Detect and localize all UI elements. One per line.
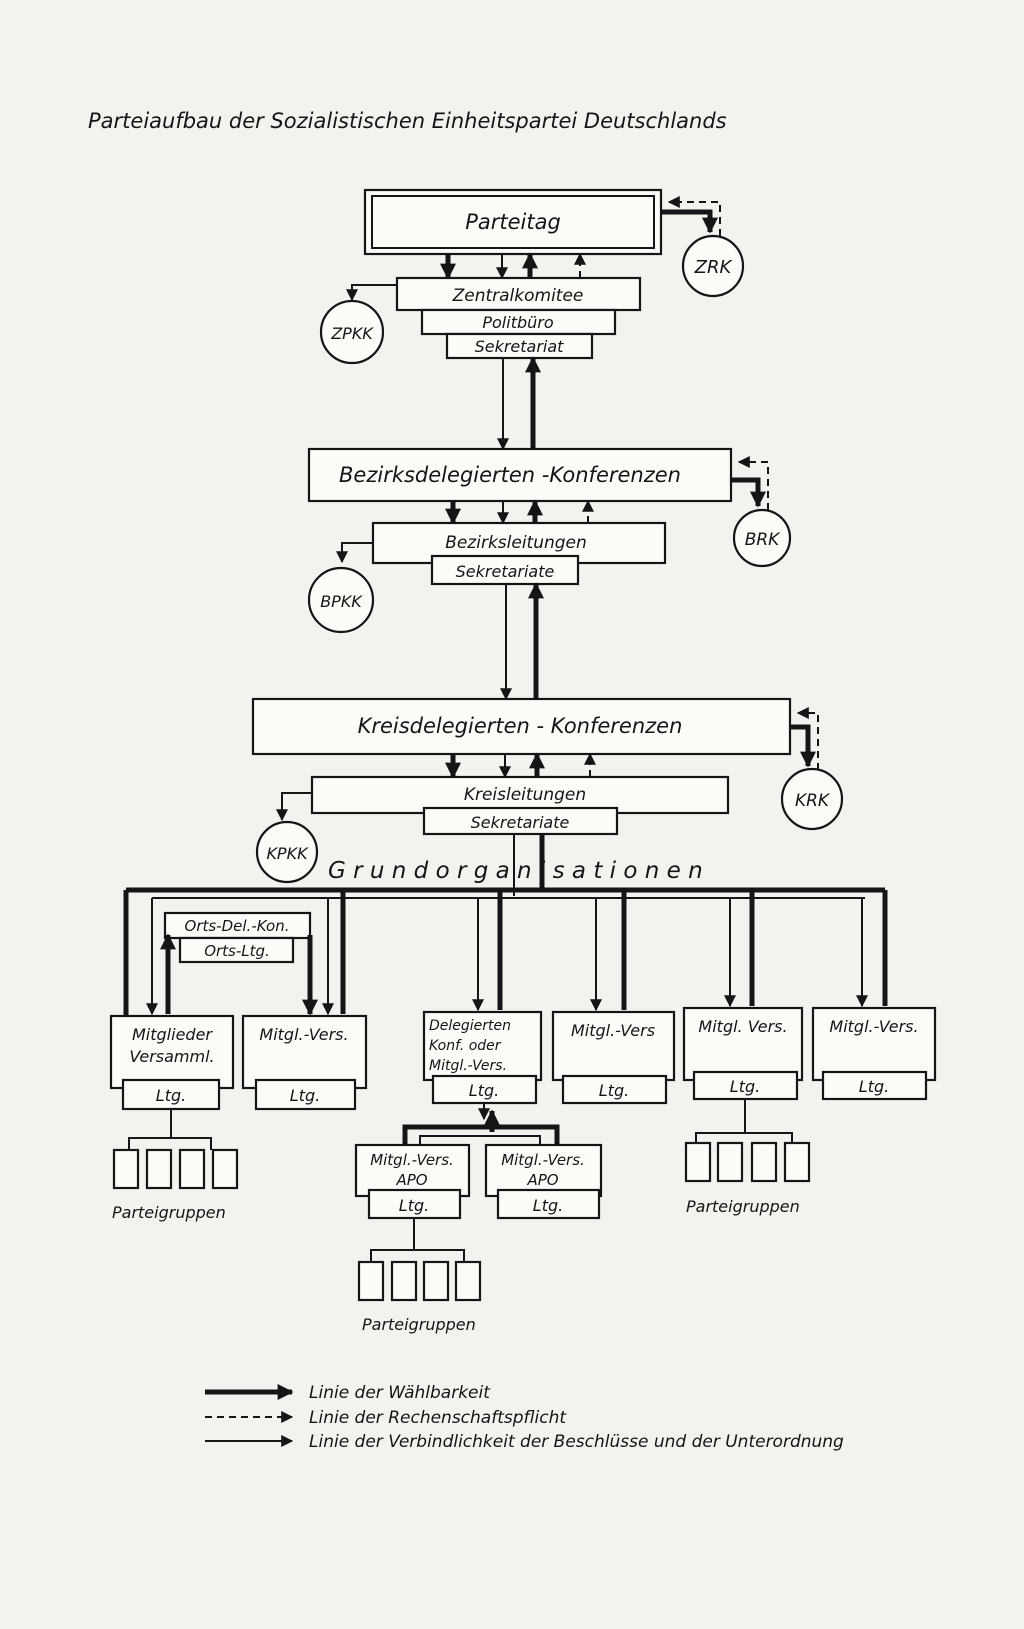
unit-4-ltg: Ltg. [599,1081,629,1100]
kpkk-label: KPKK [266,844,309,863]
kreisdelegierten-label: Kreisdelegierten - Konferenzen [358,714,683,738]
apo-1-line1: Mitgl.-Vers. [370,1151,454,1169]
zentralkomitee-label: Zentralkomitee [452,286,584,306]
bpkk-circle: BPKK [307,566,375,634]
zentralkomitee-box: Zentralkomitee [395,276,642,312]
apo-1-ltg: Ltg. [399,1196,429,1215]
apo-1-line2: APO [395,1171,427,1189]
apo-1: Mitgl.-Vers. APO Ltg. [354,1143,471,1220]
arrow-zpkk [346,284,397,302]
zpkk-circle: ZPKK [319,299,385,365]
bezirksdelegierten-box: Bezirksdelegierten -Konferenzen [307,447,733,503]
unit-4: Mitgl.-Vers Ltg. [551,1010,676,1105]
unit-2-line1: Mitgl.-Vers. [259,1025,348,1044]
unit-5: Mitgl. Vers. Ltg. [682,1006,804,1101]
unit-2-ltg: Ltg. [290,1086,320,1105]
bezirksleitungen-label: Bezirksleitungen [445,533,587,553]
bpkk-label: BPKK [320,592,363,611]
arrow-kpkk [276,792,312,822]
parteitag-label: Parteitag [465,210,561,234]
party-groups-bottom-label: Parteigruppen [362,1315,476,1334]
legend-label-3: Linie der Verbindlichkeit der Beschlüsse… [309,1432,844,1452]
orts-ltg-label: Orts-Ltg. [204,942,270,960]
orts-del-kon-label: Orts-Del.-Kon. [185,917,290,935]
orts-del-kon-box: Orts-Del.-Kon. [163,911,312,940]
unit-3-line3: Mitgl.-Vers. [429,1058,507,1074]
unit-1: Mitglieder Versamml. Ltg. [109,1014,235,1111]
legend-label-1: Linie der Wählbarkeit [309,1383,491,1403]
party-groups-right: Parteigruppen [684,1099,811,1216]
zpkk-label: ZPKK [330,324,374,343]
apo-2-line2: APO [526,1171,558,1189]
unit-4-line1: Mitgl.-Vers [571,1021,655,1040]
parteitag-box: Parteitag [363,188,663,256]
party-groups-left-label: Parteigruppen [112,1203,226,1222]
party-groups-right-label: Parteigruppen [686,1197,800,1216]
unit-6: Mitgl.-Vers. Ltg. [811,1006,937,1101]
zrk-label: ZRK [694,257,733,278]
unit-1-ltg: Ltg. [156,1086,186,1105]
party-groups-left: Parteigruppen [112,1109,239,1222]
apo-bracket-decisions [419,1135,541,1145]
apo-2-line1: Mitgl.-Vers. [501,1151,585,1169]
unit-1-line1: Mitglieder [132,1025,213,1044]
orts-ltg-box: Orts-Ltg. [178,936,295,964]
kreis-sekretariate-box: Sekretariate [422,806,619,836]
kreisleitungen-label: Kreisleitungen [464,785,586,805]
bezirksdelegierten-label: Bezirksdelegierten -Konferenzen [339,463,681,487]
unit-3-ltg: Ltg. [469,1081,499,1100]
kreisdelegierten-box: Kreisdelegierten - Konferenzen [251,697,792,756]
line-election-brk [731,477,767,508]
apo-bracket-election [402,1124,560,1145]
brk-label: BRK [745,530,781,550]
line-election-zrk [661,209,719,234]
apo-2-ltg: Ltg. [533,1196,563,1215]
line-report-brk [737,456,769,510]
chart-title: Parteiaufbau der Sozialistischen Einheit… [88,109,727,133]
line-election-krk [790,724,817,768]
arrow-bpkk [336,542,373,564]
legend-label-2: Linie der Rechenschaftspflicht [309,1408,567,1428]
bezirk-sekretariate-label: Sekretariate [456,562,555,581]
brk-circle: BRK [732,508,792,568]
grundorganisationen-heading: G r u n d o r g a n i s a t i o n e n [328,858,703,884]
unit-6-line1: Mitgl.-Vers. [829,1017,918,1036]
apo-2: Mitgl.-Vers. APO Ltg. [484,1143,603,1220]
politbuero-box: Politbüro [420,308,617,336]
unit-3-line2: Konf. oder [429,1038,502,1054]
legend: Linie der Wählbarkeit Linie der Rechensc… [205,1383,844,1452]
krk-circle: KRK [780,767,844,831]
unit-1-line2: Versamml. [129,1047,214,1066]
politbuero-label: Politbüro [482,313,553,332]
line-report-krk [796,707,819,770]
unit-6-ltg: Ltg. [859,1077,889,1096]
kreis-sekretariate-label: Sekretariate [471,813,570,832]
unit-5-ltg: Ltg. [730,1077,760,1096]
party-groups-bottom: Parteigruppen [357,1218,482,1334]
unit-2: Mitgl.-Vers. Ltg. [241,1014,368,1111]
krk-label: KRK [795,791,831,811]
zrk-circle: ZRK [681,234,745,298]
unit-5-line1: Mitgl. Vers. [698,1017,787,1036]
bezirk-sekretariate-box: Sekretariate [430,554,580,586]
sekretariat-label: Sekretariat [475,337,565,356]
unit-3: Delegierten Konf. oder Mitgl.-Vers. Ltg. [422,1010,543,1105]
unit-3-line1: Delegierten [429,1018,511,1034]
sekretariat-box: Sekretariat [445,332,594,360]
kpkk-circle: KPKK [255,820,319,884]
